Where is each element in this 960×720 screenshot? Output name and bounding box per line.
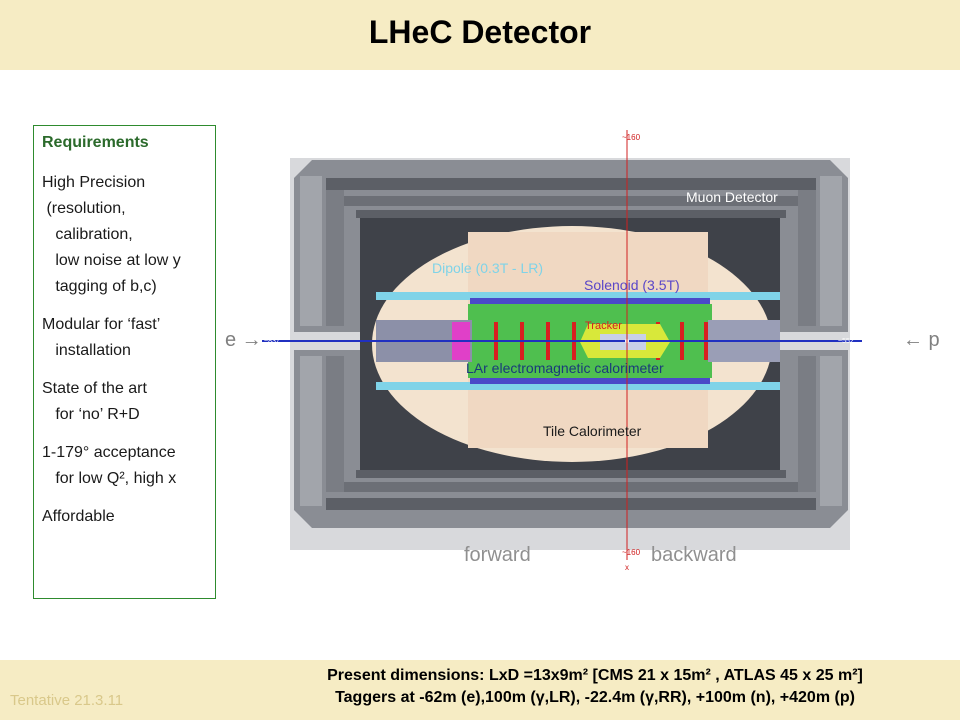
muon-detector-label: Muon Detector	[686, 189, 778, 205]
requirements-box: Requirements High Precision (resolution,…	[33, 125, 216, 599]
requirement-precision: High Precision (resolution, calibration,…	[42, 174, 181, 295]
tentative-date: Tentative 21.3.11	[10, 692, 124, 709]
dipole-top	[376, 292, 780, 300]
tile-calorimeter-label: Tile Calorimeter	[543, 423, 642, 439]
solenoid-label: Solenoid (3.5T)	[584, 277, 680, 293]
dipole-bottom	[376, 382, 780, 390]
proton-beam-label: ← p	[903, 329, 940, 351]
title-band	[0, 0, 960, 70]
requirements-heading: Requirements	[42, 134, 149, 151]
requirement-state-of-art: State of the art for ‘no’ R+D	[42, 380, 147, 423]
dipole-label: Dipole (0.3T - LR)	[432, 260, 544, 276]
footer-band	[0, 660, 960, 720]
solenoid-top	[470, 298, 710, 304]
axis-left-label: ~837	[264, 338, 280, 345]
axis-bottom-label: ~160	[622, 548, 641, 557]
backward-label: backward	[651, 544, 737, 566]
electron-beam-label: e →	[225, 329, 262, 351]
footer-dimensions: Present dimensions: LxD =13x9m² [CMS 21 …	[327, 667, 863, 684]
footer-taggers: Taggers at -62m (e),100m (γ,LR), -22.4m …	[335, 689, 855, 706]
axis-x-label: x	[625, 563, 629, 572]
axis-top-label: ~160	[622, 133, 641, 142]
tracker-label: Tracker	[585, 320, 622, 332]
requirement-acceptance: 1-179° acceptance for low Q², high x	[42, 444, 177, 487]
slide-title: LHeC Detector	[368, 14, 592, 50]
solenoid-bottom	[470, 378, 710, 384]
lar-calorimeter-label: LAr electromagnetic calorimeter	[466, 360, 664, 376]
axis-right-label: ~552	[838, 338, 854, 345]
requirement-modular: Modular for ‘fast’ installation	[42, 316, 161, 359]
forward-label: forward	[464, 544, 531, 566]
requirement-affordable: Affordable	[42, 508, 115, 525]
